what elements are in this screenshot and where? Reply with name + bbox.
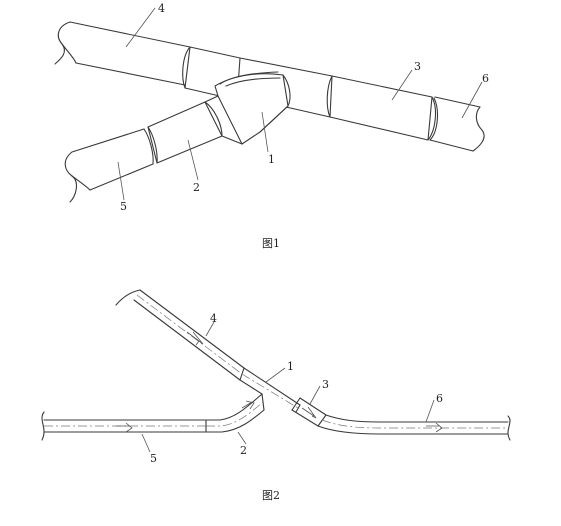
label-4-plan: 4 [210, 312, 217, 325]
pipe-4 [54, 21, 191, 86]
label-4: 4 [158, 2, 165, 15]
pipe-6-plan [317, 414, 511, 441]
caption-figure-1: 图1 [262, 237, 280, 250]
leaders-fig1 [117, 7, 483, 201]
pipe-6 [429, 96, 485, 152]
connector-body-1 [214, 71, 291, 145]
pipe-4-plan [115, 289, 245, 381]
branch-2-plan [205, 393, 265, 433]
figure-2: 4 1 3 6 2 5 图2 [41, 289, 511, 502]
pipe-3 [239, 57, 439, 141]
leaders-fig2 [141, 321, 435, 453]
label-5-plan: 5 [150, 452, 157, 465]
label-1-plan: 1 [287, 360, 294, 373]
label-6: 6 [482, 72, 489, 85]
caption-figure-2: 图2 [262, 489, 280, 502]
label-2: 2 [193, 181, 200, 194]
branch-2 [143, 95, 243, 165]
figure-1: 4 1 2 3 6 5 图1 [54, 2, 489, 250]
label-2-plan: 2 [240, 444, 247, 457]
label-6-plan: 6 [436, 392, 443, 405]
pipe-5 [64, 128, 154, 203]
label-3-plan: 3 [322, 378, 329, 391]
label-3: 3 [414, 60, 421, 73]
pipe-5-plan [41, 411, 207, 441]
label-5: 5 [120, 200, 127, 213]
label-1: 1 [268, 153, 275, 166]
sleeve-3-plan [291, 397, 327, 427]
